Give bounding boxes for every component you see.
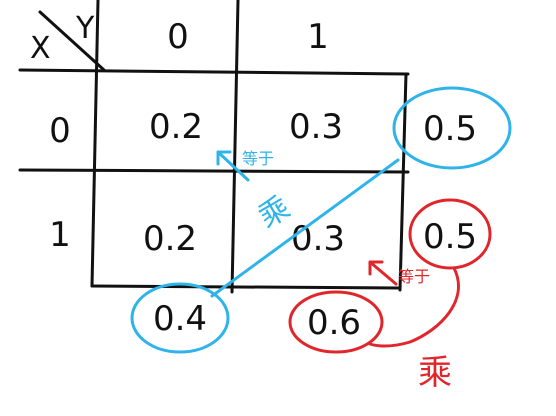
- col-divider-middle: [230, 0, 240, 294]
- multiply-annotation-red: 乘: [418, 353, 452, 393]
- col0-marginal-value: 0.4: [153, 299, 207, 339]
- multiply-line-blue: [210, 158, 400, 298]
- bottom-horizontal-line: [90, 284, 400, 290]
- col1-marginal-circle: [288, 290, 384, 354]
- col-header-1: 1: [307, 17, 329, 57]
- row0-marginal-circle: [392, 86, 512, 170]
- multiply-annotation-blue: 乘: [253, 190, 296, 235]
- row-header-1: 1: [49, 215, 71, 255]
- blue-annotation-group: [130, 86, 512, 354]
- row1-marginal-value: 0.5: [423, 217, 477, 257]
- equals-annotation-red: 等于: [398, 267, 430, 286]
- row0-marginal-value: 0.5: [423, 109, 477, 149]
- cell-1-1: 0.3: [291, 219, 345, 259]
- cell-0-0: 0.2: [149, 107, 203, 147]
- table-grid: [18, 0, 410, 294]
- cell-0-1: 0.3: [289, 107, 343, 147]
- red-annotation-group: [288, 198, 492, 354]
- col-header-0: 0: [167, 17, 189, 57]
- middle-horizontal-line: [18, 168, 410, 174]
- col0-marginal-circle: [130, 282, 230, 354]
- equals-annotation-blue: 等于: [242, 149, 274, 168]
- red-arrow: [368, 260, 398, 286]
- header-x-label: X: [30, 31, 51, 66]
- multiply-curve-red: [368, 266, 460, 348]
- diagonal-header-line: [38, 10, 106, 72]
- col-divider-right: [398, 72, 408, 292]
- header-y-label: Y: [75, 11, 95, 46]
- col1-marginal-value: 0.6: [307, 303, 361, 343]
- cell-1-0: 0.2: [143, 219, 197, 259]
- row-header-0: 0: [49, 111, 71, 151]
- blue-arrow: [216, 150, 250, 182]
- col-divider-left: [90, 0, 100, 288]
- header-horizontal-line: [18, 68, 410, 76]
- row1-marginal-circle: [408, 198, 492, 270]
